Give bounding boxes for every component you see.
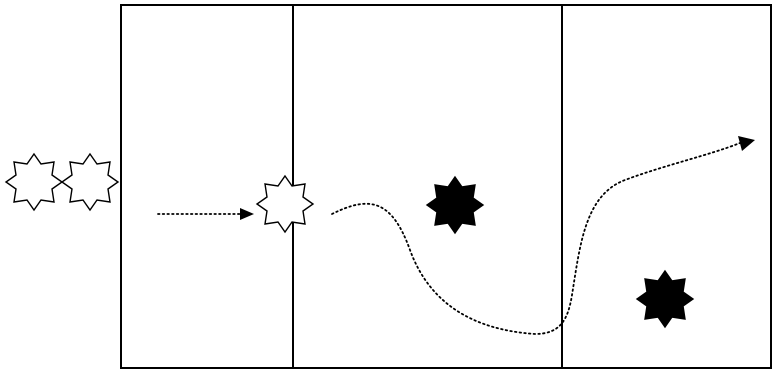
field-frame: [120, 4, 772, 369]
solid-star-icon: [425, 175, 485, 235]
solid-star-icon: [635, 269, 695, 329]
outline-star-icon: [255, 174, 315, 234]
entry-arrow-head: [240, 208, 254, 220]
exit-path-arrow-line: [331, 142, 741, 335]
outline-star-icon: [4, 152, 64, 212]
outline-star-icon: [60, 152, 120, 212]
exit-path-arrow-head: [738, 136, 755, 151]
